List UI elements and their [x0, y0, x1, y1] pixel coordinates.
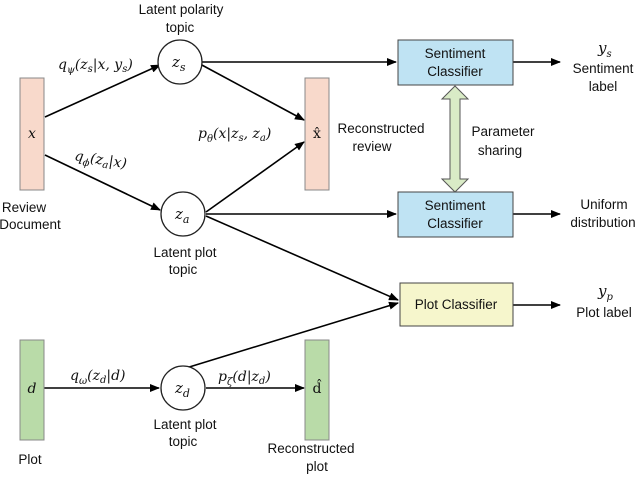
edge-za-to-plotclf: [205, 215, 399, 301]
zd-label: zd: [174, 379, 190, 400]
parameter-sharing-arrow: [440, 85, 470, 193]
xhat-caption-line1: Reconstructed: [337, 121, 424, 136]
edges: [44, 58, 561, 392]
sentiment-classifier-bottom: Sentiment Classifier: [397, 191, 514, 238]
za-circle: [160, 191, 206, 237]
zs-caption-line2: topic: [166, 20, 195, 35]
sentiment-classifier-top-box: [397, 39, 514, 86]
review-symbol: x: [28, 126, 36, 142]
edge-x-to-za: [44, 154, 161, 211]
reconstructed-review-bar: [304, 77, 330, 191]
parameter-sharing-line1: Parameter: [471, 124, 535, 139]
edge-zs-to-xhat: [199, 63, 305, 121]
review-document-bar: [19, 77, 45, 191]
review-caption-line1: Review: [2, 200, 47, 215]
xhat-symbol: x̂: [313, 126, 321, 142]
za-caption-line1: Latent plot: [153, 245, 216, 260]
dhat-symbol: d̂: [313, 378, 322, 397]
zd-caption-line2: topic: [169, 434, 198, 449]
zs-label: zs: [171, 53, 186, 74]
latent-node-za: za Latent plot topic: [153, 191, 217, 277]
edge-x-to-zs: [44, 64, 161, 118]
zs-caption-line1: Latent polarity: [139, 2, 224, 17]
p-zeta-label: pζ(d|zd): [218, 369, 271, 388]
zd-circle: [160, 365, 206, 411]
ys-symbol: ys: [597, 39, 612, 60]
sentiment-label-line2: label: [589, 79, 618, 94]
q-omega-label: qω(zd|d): [70, 368, 126, 387]
q-psi-label: qψ(zs|x, ys): [58, 57, 133, 76]
uniform-line2: distribution: [570, 215, 635, 230]
zs-circle: [157, 39, 203, 85]
sentiment-classifier-top: Sentiment Classifier: [397, 39, 514, 86]
reconstructed-plot-bar: [304, 339, 330, 441]
edge-za-to-xhat: [205, 141, 305, 213]
review-caption-line2: Document: [0, 217, 61, 232]
plot-classifier: Plot Classifier: [399, 282, 514, 327]
plot-input-bar: [19, 339, 45, 441]
dhat-caption-line1: Reconstructed: [267, 441, 354, 456]
uniform-line1: Uniform: [580, 197, 627, 212]
sentiment-classifier-bottom-box: [397, 191, 514, 238]
plot-caption: Plot: [18, 452, 42, 467]
sentiment-bottom-line2: Classifier: [427, 216, 483, 231]
edge-zd-to-plotclf: [185, 301, 399, 369]
sentiment-label-line1: Sentiment: [573, 61, 634, 76]
latent-node-zs: Latent polarity topic zs: [139, 2, 224, 85]
xhat-caption-line2: review: [352, 139, 391, 154]
latent-node-zd: zd Latent plot topic: [153, 365, 217, 449]
sentiment-top-line2: Classifier: [427, 64, 483, 79]
sentiment-bottom-line1: Sentiment: [425, 198, 486, 213]
plot-label-caption: Plot label: [576, 305, 632, 320]
p-theta-label: pθ(x|zs, za): [198, 126, 271, 145]
za-caption-line2: topic: [169, 262, 198, 277]
plot-classifier-label: Plot Classifier: [415, 297, 498, 312]
yp-symbol: yp: [597, 282, 613, 303]
za-label: za: [174, 205, 189, 226]
plot-classifier-box: [399, 282, 514, 327]
q-phi-label: qϕ(za|x): [73, 148, 128, 175]
parameter-sharing-line2: sharing: [478, 143, 522, 158]
zd-caption-line1: Latent plot: [153, 417, 216, 432]
plot-symbol: d: [28, 381, 37, 397]
sentiment-top-line1: Sentiment: [425, 46, 486, 61]
dhat-caption-line2: plot: [306, 459, 328, 474]
